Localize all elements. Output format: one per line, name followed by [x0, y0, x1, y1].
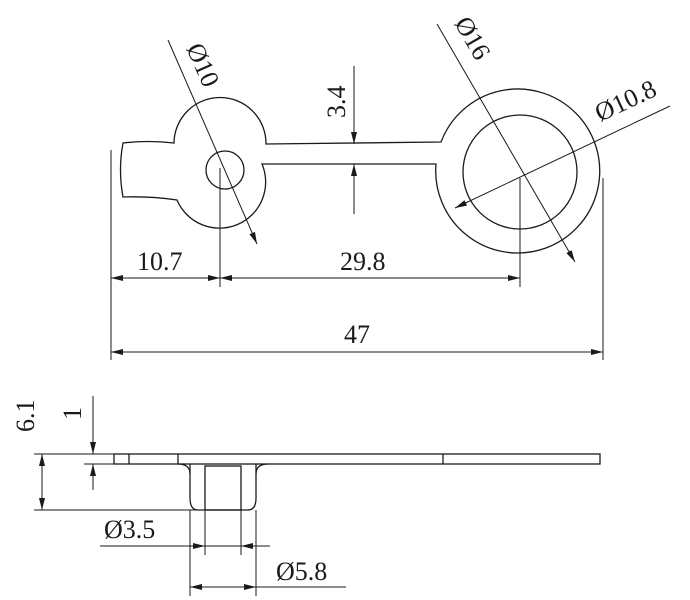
dim-5-8-label: Ø5.8: [276, 557, 327, 586]
dim-10-7-label: 10.7: [137, 247, 183, 276]
boss-flange-right: [255, 463, 269, 475]
dia16-leader: [436, 23, 576, 263]
dim-29-8-label: 29.8: [340, 247, 386, 276]
dim-3-5-label: Ø3.5: [104, 515, 155, 544]
side-view: 6.1 1 Ø3.5 Ø5.8: [11, 396, 601, 596]
top-view: Ø10 Ø16 Ø10.8 3.4 10.7 29.8 47: [110, 12, 671, 360]
dia10-leader: [167, 39, 258, 245]
neck-width-label: 3.4: [322, 86, 351, 119]
part-outline: [119, 88, 601, 254]
dim-6-1-label: 6.1: [11, 400, 40, 433]
dim-3-5-arrow-left: [193, 543, 205, 549]
boss-flange-left: [177, 463, 191, 475]
dim-3-5-arrow-right: [241, 543, 253, 549]
boss-outline: [189, 464, 257, 511]
dim-47-label: 47: [344, 320, 370, 349]
small-hole: [205, 150, 245, 190]
dia10-8-label: Ø10.8: [590, 74, 661, 127]
dim-5-8-arrow-right: [244, 584, 256, 590]
plate-side: [113, 453, 601, 465]
boss-hole: [204, 465, 242, 511]
dia10-8-leader: [454, 105, 671, 209]
dim-1-label: 1: [58, 407, 87, 420]
